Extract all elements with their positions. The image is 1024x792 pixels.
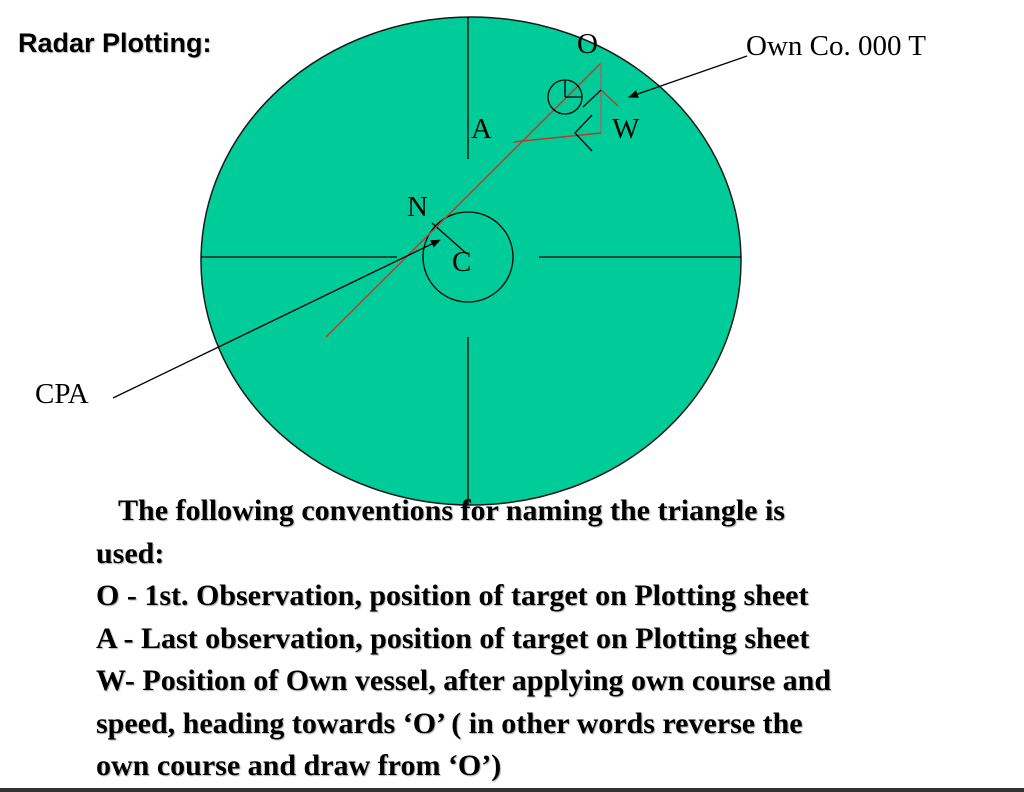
crosshair — [201, 17, 741, 505]
label-n: N — [407, 191, 428, 223]
convention-w-line1: W- Position of Own vessel, after applyin… — [96, 664, 832, 697]
convention-w-line3: own course and draw from ‘O’) — [96, 749, 502, 782]
label-a: A — [471, 113, 492, 145]
convention-o: O - 1st. Observation, position of target… — [96, 579, 809, 612]
intro-line-2: used: — [96, 536, 165, 570]
intro-line-1: The following conventions for naming the… — [118, 494, 785, 527]
label-w: W — [612, 113, 640, 145]
target-symbol — [547, 79, 583, 115]
page-title: Radar Plotting: — [18, 28, 212, 58]
label-cpa: CPA — [35, 378, 89, 410]
plotting-sheet — [200, 16, 742, 506]
naming-conventions: The following conventions for naming the… — [96, 490, 1006, 788]
relative-motion-triangle — [325, 62, 619, 338]
own-ship-circle — [422, 211, 514, 303]
direction-chevrons — [574, 89, 602, 152]
label-o: O — [577, 28, 598, 60]
label-own-course: Own Co. 000 T — [746, 30, 926, 62]
convention-w-line2: speed, heading towards ‘O’ ( in other wo… — [96, 706, 803, 740]
cpa-pointer — [112, 239, 441, 399]
own-course-pointer — [628, 55, 748, 98]
label-c: C — [452, 246, 472, 278]
bottom-border — [0, 788, 1024, 792]
cpa-distance-line — [431, 222, 468, 255]
convention-a: A - Last observation, position of target… — [96, 621, 810, 655]
